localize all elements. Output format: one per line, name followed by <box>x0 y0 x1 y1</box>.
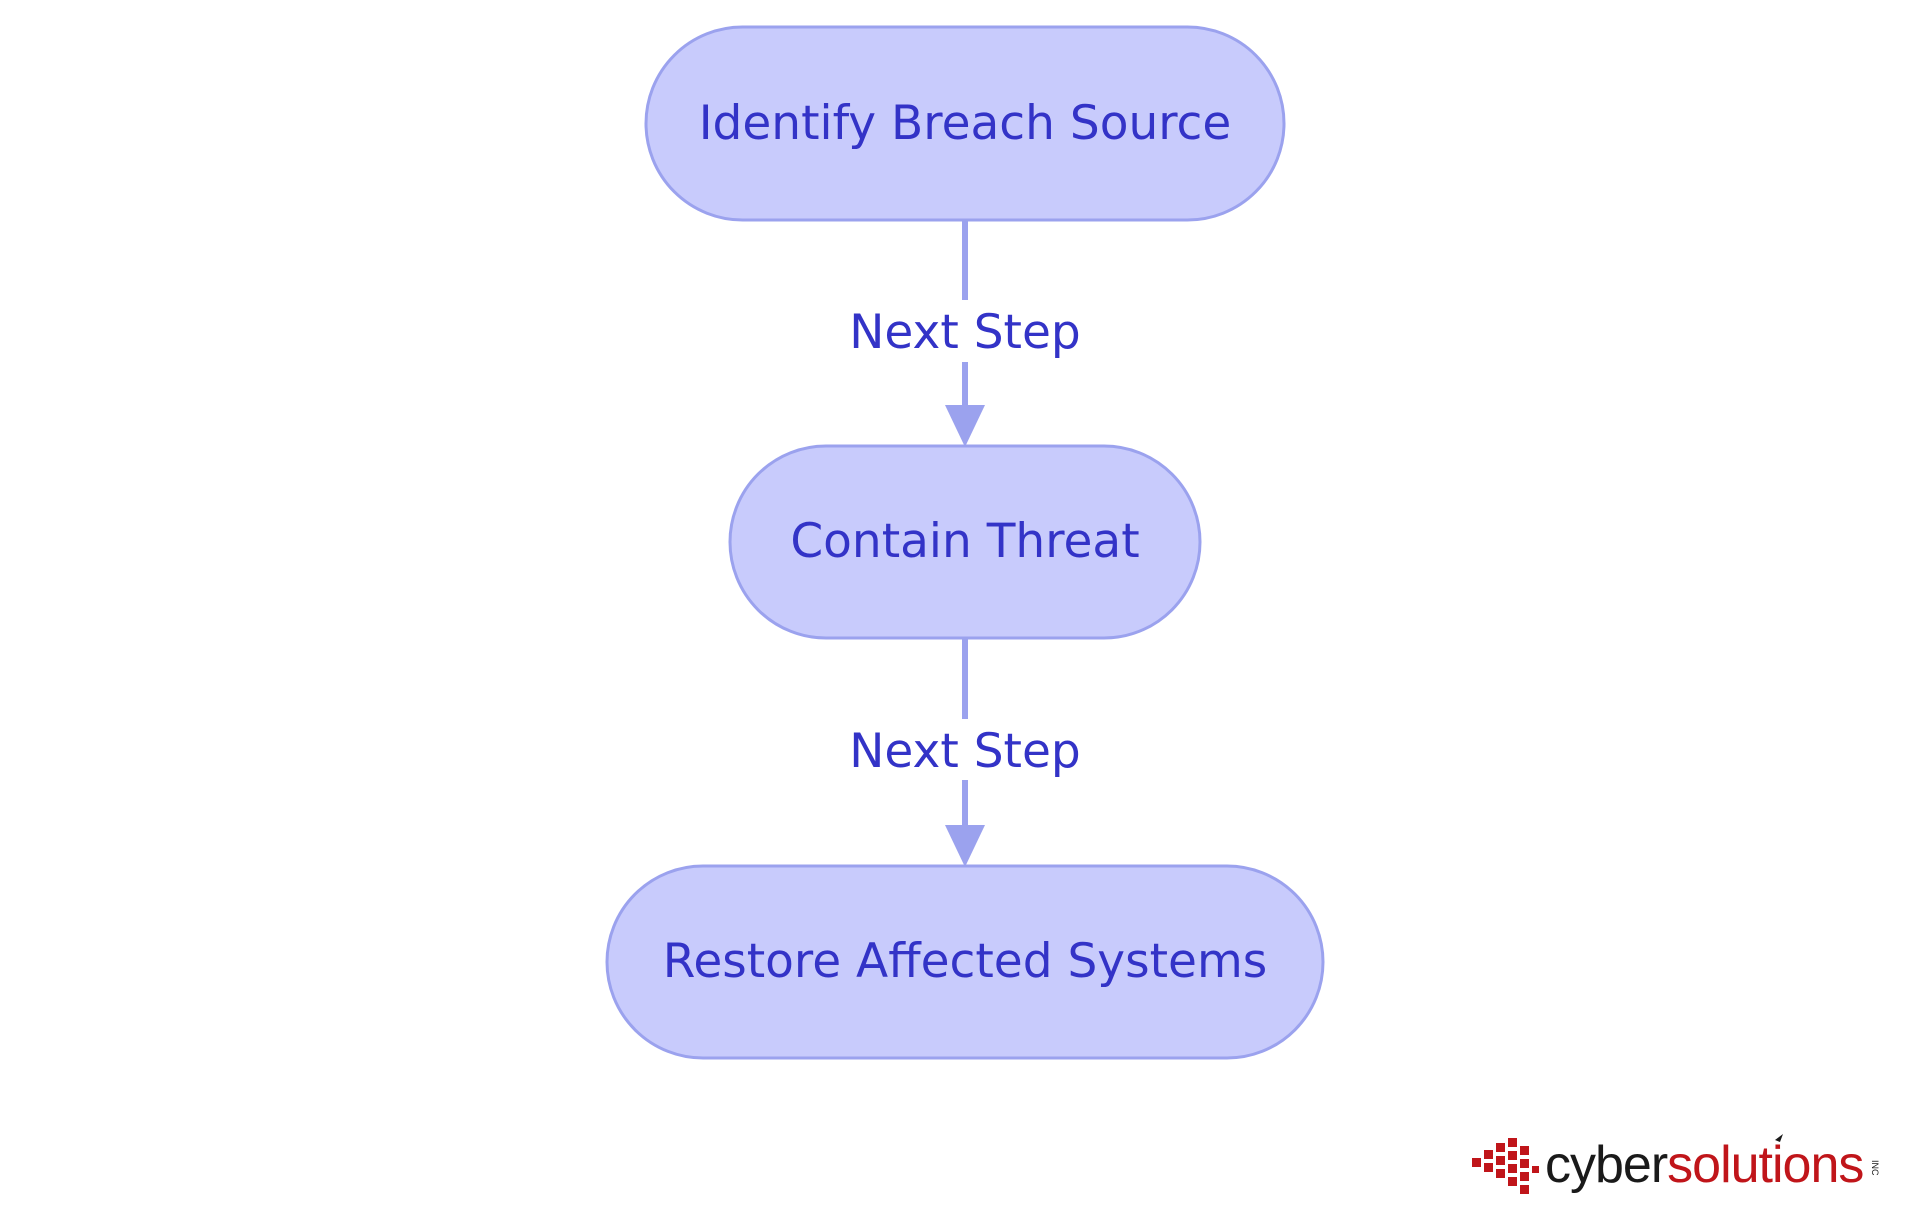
node-shape <box>728 444 1202 640</box>
node-label: Restore Affected Systems <box>663 934 1267 989</box>
logo-text-solutions: solutions <box>1667 1136 1863 1194</box>
logo-suffix: INC <box>1870 1160 1880 1176</box>
node-shape <box>605 864 1325 1060</box>
arrowhead-icon <box>945 825 985 867</box>
node-shape <box>644 25 1286 222</box>
node-contain-threat: Contain Threat <box>728 444 1202 640</box>
edge-contain-to-restore: Next Step <box>849 638 1081 867</box>
arrowhead-icon <box>945 405 985 447</box>
cybersolutions-logo: cybersolutions INC <box>1472 1134 1880 1194</box>
logo-accent-icon <box>1775 1134 1783 1142</box>
edge-identify-to-contain: Next Step <box>849 220 1081 447</box>
logo-text: cybersolutions <box>1545 1136 1863 1194</box>
edge-label: Next Step <box>849 305 1080 360</box>
node-identify-breach-source: Identify Breach Source <box>644 25 1286 222</box>
node-label: Contain Threat <box>790 514 1139 569</box>
node-label: Identify Breach Source <box>699 96 1232 151</box>
node-restore-affected-systems: Restore Affected Systems <box>605 864 1325 1060</box>
logo-mark-icon <box>1472 1138 1539 1194</box>
logo-text-cyber: cyber <box>1545 1136 1668 1194</box>
edge-label: Next Step <box>849 724 1080 779</box>
